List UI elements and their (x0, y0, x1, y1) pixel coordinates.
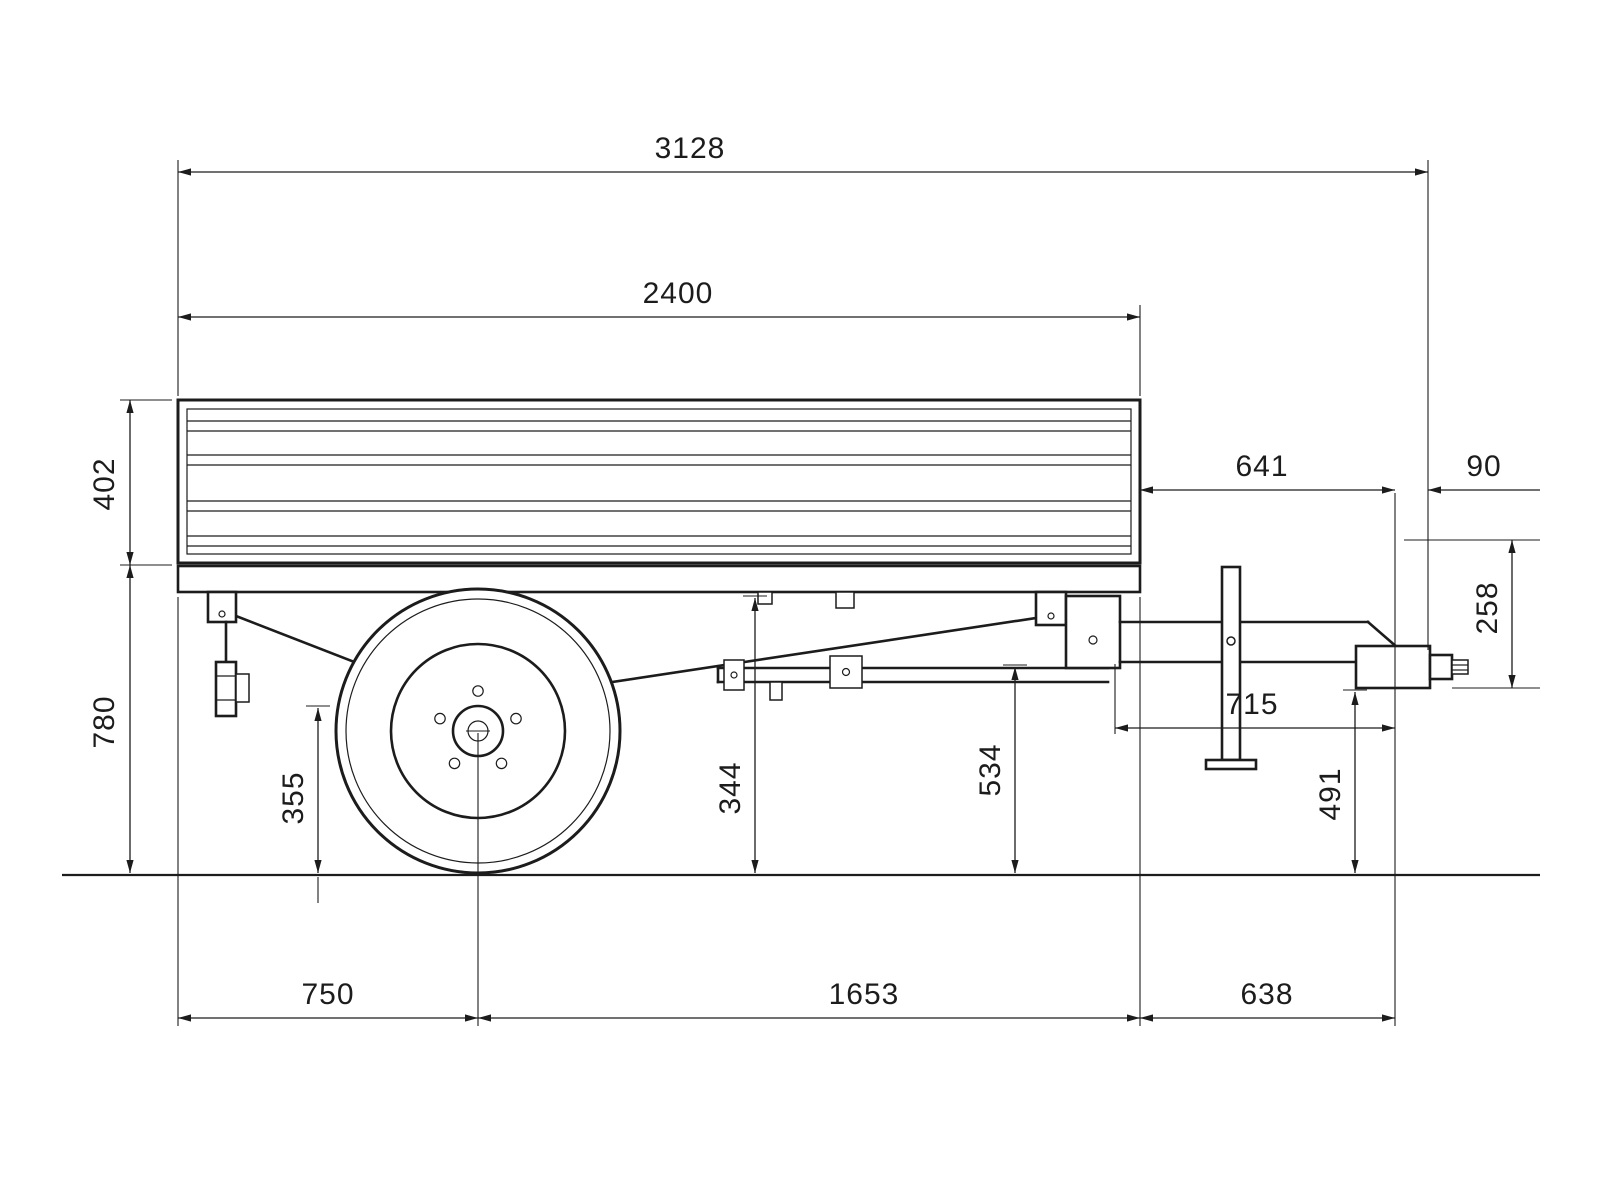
dim-label-overall-length: 3128 (655, 132, 726, 165)
dim-label-rear-to-coupling: 638 (1240, 978, 1293, 1011)
hitch-eye (1451, 659, 1469, 675)
bolt-icon (730, 671, 738, 679)
dim-label-axle-to-rear: 1653 (829, 978, 900, 1011)
dim-label-axle-height: 355 (277, 771, 310, 824)
dim-label-body-length: 2400 (643, 277, 714, 310)
drawbar (1064, 594, 1400, 670)
pin-icon (1226, 636, 1236, 646)
jack-foot (1204, 758, 1258, 771)
suspension-hangers (206, 590, 1068, 627)
dim-label-eye-length: 90 (1466, 450, 1501, 483)
dimension-labels: 3128 2400 402 780 641 90 258 715 344 534… (88, 132, 1504, 1011)
brake-lever (214, 620, 250, 718)
bolt-hole-icon (434, 712, 446, 725)
chassis-frame (176, 564, 1142, 609)
pin-icon (218, 610, 226, 618)
dim-label-hitch-drop: 258 (1471, 581, 1504, 634)
dim-label-rear-overhang-top: 641 (1235, 450, 1288, 483)
dim-label-frame-height: 344 (714, 761, 747, 814)
bolt-icon (1088, 635, 1098, 645)
member-fitting (723, 659, 745, 691)
trailer-body (176, 398, 1142, 565)
hitch-coupling (1354, 644, 1469, 690)
bolt-hole-icon (510, 712, 522, 725)
frame-tab (757, 591, 773, 605)
dim-label-side-height: 402 (88, 457, 121, 510)
member-bracket (829, 655, 863, 689)
member-hook (769, 681, 783, 701)
jack-stand (1204, 565, 1258, 771)
bolt-icon (841, 667, 851, 677)
bolt-hole-icon (472, 685, 484, 697)
dim-label-drawbar-length: 715 (1225, 688, 1278, 721)
dim-label-front-to-axle: 750 (301, 978, 354, 1011)
dimension-lines (126, 168, 1540, 1022)
bolt-hole-icon (495, 757, 508, 770)
frame-tab (835, 591, 855, 609)
pin-icon (1047, 612, 1055, 620)
dim-label-body-height: 780 (88, 695, 121, 748)
dim-label-drawbar-height: 534 (974, 743, 1007, 796)
bolt-hole-icon (448, 757, 461, 770)
dim-label-coupling-height: 491 (1314, 767, 1347, 820)
drawbar-rear-member (716, 655, 1110, 701)
